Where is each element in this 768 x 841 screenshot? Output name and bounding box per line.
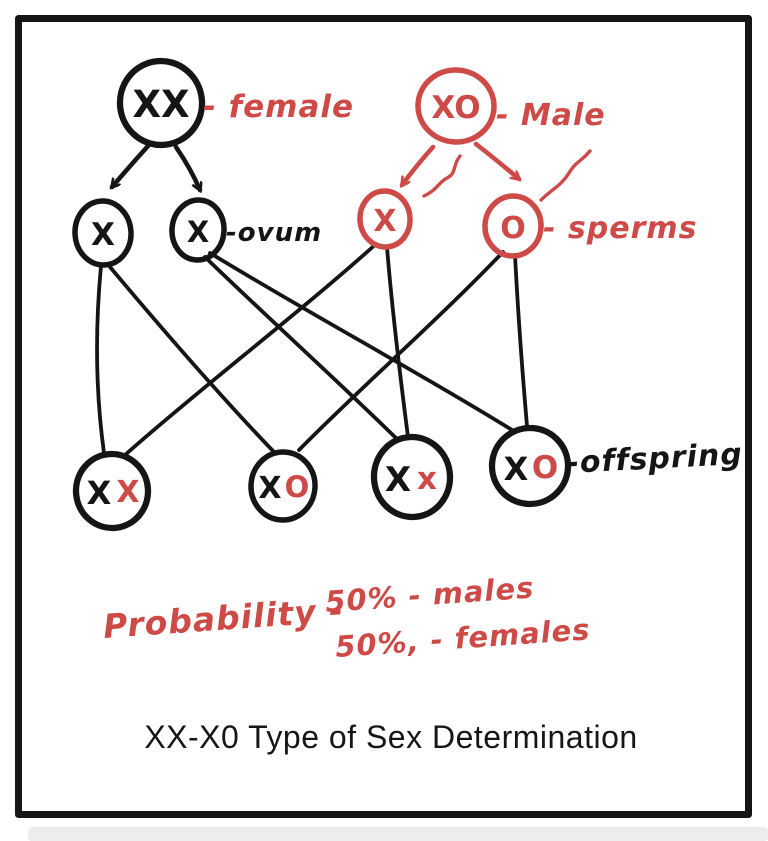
sperm-label: - sperms [543,211,697,246]
line-spermo-to-xo4 [513,253,529,428]
arrow-female-to-ovum1 [112,143,151,187]
arrow-female-to-ovum2 [173,144,200,190]
offspring4-circle [488,424,572,508]
ovum-left-circle [72,198,134,268]
probability-intro: Probability - [102,590,345,646]
offspring2-allele-a: X [258,471,281,506]
line-spermx-to-xx1 [123,242,378,457]
offspring1-allele-b: X [116,475,139,510]
ovum-label: -ovum [226,218,322,248]
offspring4-allele-b: O [532,450,558,486]
offspring2-circle [248,449,318,523]
sperm-x-circle [357,188,413,250]
probability-note: Probability - 50% - males 50%, - females [102,570,592,664]
male-genotype: XO [431,90,480,126]
offspring-label: -offspring [566,437,744,481]
female-label: - female [203,89,354,125]
bottom-shadow [28,827,768,841]
line-ovum1-to-xo2 [108,265,276,454]
cross-lines [95,242,529,457]
border-frame [15,15,752,818]
line-ovum1-to-xx1 [95,264,106,455]
female-circle [116,57,206,149]
ovum-right-circle [169,197,227,263]
probability-females: 50%, - females [334,612,591,664]
gametes-group: X X -ovum X O - sperms [72,188,697,268]
offspring1-allele-a: X [87,474,112,512]
ovum-right-letter: X [187,215,209,249]
sperm-o-letter: O [500,211,526,246]
probability-males: 50% - males [324,570,535,619]
arrow-male-to-spermx [399,144,436,185]
parent-male-group: XO - Male [399,67,606,202]
offspring3-allele-a: X [385,460,411,500]
offspring1-circle [72,450,152,532]
line-spermx-to-xx3 [385,245,410,439]
male-label: - Male [496,98,606,133]
ovum-left-letter: X [91,217,115,253]
sperm-o-circle [482,193,544,259]
female-genotype: XX [132,83,189,126]
arrow-male-to-spermo [473,141,519,179]
squiggle-to-spermo [539,149,592,202]
sperm-x-letter: X [373,204,396,239]
diagram-caption: XX-X0 Type of Sex Determination [144,719,637,755]
offspring3-circle [370,433,454,521]
line-spermo-to-xo2 [297,250,505,452]
line-ovum2-to-xo4 [208,251,514,432]
offspring-group: X X X O X x X O -offspring [72,424,744,532]
male-circle [415,67,497,145]
offspring3-allele-b: x [417,461,437,497]
offspring4-allele-a: X [504,450,529,488]
squiggle-to-spermx [422,154,462,198]
offspring2-allele-b: O [285,470,310,504]
line-ovum2-to-xx3 [203,255,400,442]
parent-female-group: XX - female [112,57,354,190]
